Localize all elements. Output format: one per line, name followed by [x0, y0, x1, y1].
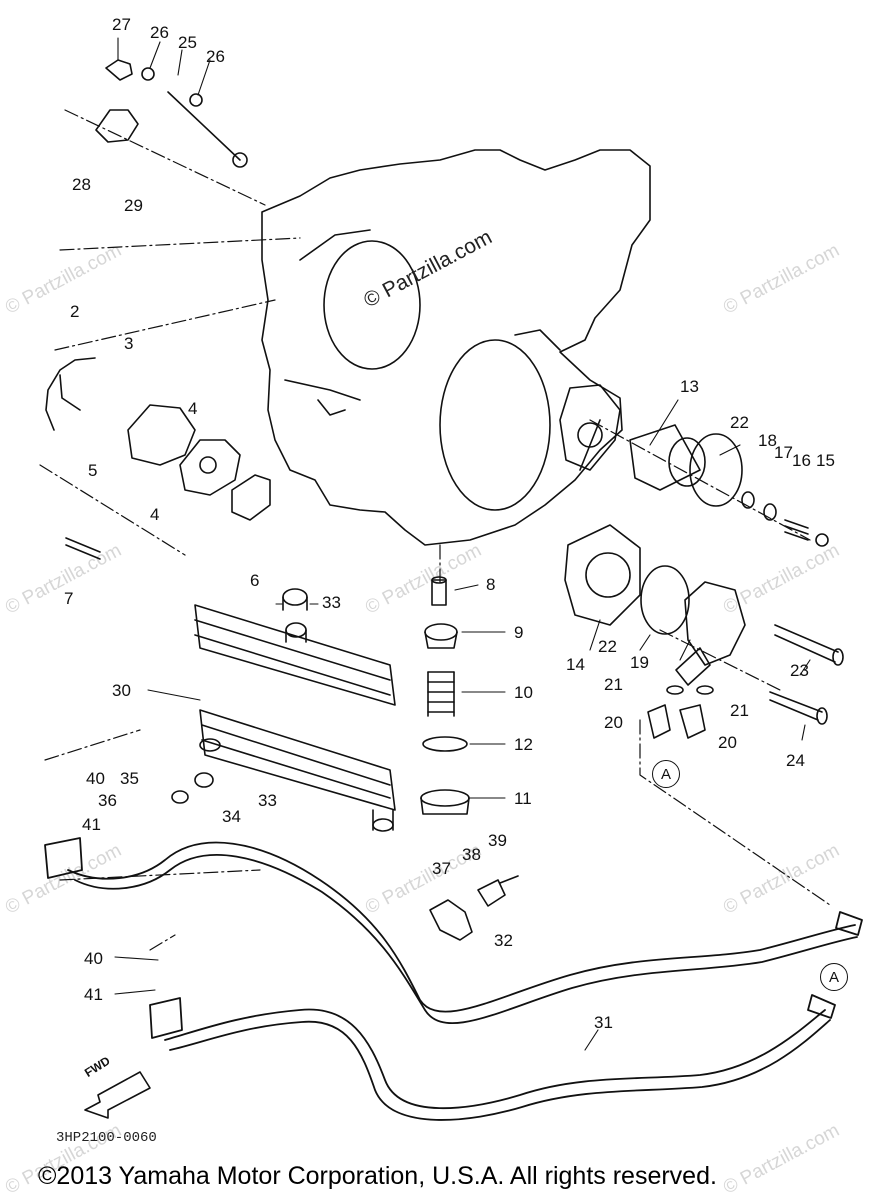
callout-34: 34	[222, 807, 241, 826]
callout-4: 4	[150, 505, 160, 524]
relief-valve-stack	[420, 576, 470, 815]
drawing-code: 3HP2100-0060	[56, 1130, 157, 1146]
oil-hoses	[44, 837, 863, 1121]
callout-36: 36	[98, 791, 117, 810]
bracket-clamp	[429, 875, 519, 941]
leader-lines	[114, 37, 811, 1051]
callout-20: 20	[604, 713, 623, 732]
callout-16: 16	[792, 451, 811, 470]
reference-marker-a: A	[652, 760, 680, 788]
callout-12: 12	[514, 735, 533, 754]
callout-31: 31	[594, 1013, 613, 1032]
callout-21: 21	[604, 675, 623, 694]
oil-cooler	[171, 588, 396, 832]
callout-9: 9	[514, 623, 524, 642]
crankcase-outline	[261, 149, 651, 546]
callout-32: 32	[494, 931, 513, 950]
callout-28: 28	[72, 175, 91, 194]
callout-33: 33	[322, 593, 341, 612]
callout-17: 17	[774, 443, 793, 462]
callout-8: 8	[486, 575, 496, 594]
callout-20: 20	[718, 733, 737, 752]
callout-41: 41	[82, 815, 101, 834]
callout-27: 27	[112, 15, 131, 34]
callout-24: 24	[786, 751, 805, 770]
callout-38: 38	[462, 845, 481, 864]
callout-13: 13	[680, 377, 699, 396]
callout-33: 33	[258, 791, 277, 810]
callout-41: 41	[84, 985, 103, 1004]
callout-5: 5	[88, 461, 98, 480]
callout-15: 15	[816, 451, 835, 470]
callout-37: 37	[432, 859, 451, 878]
callout-18: 18	[758, 431, 777, 450]
callout-10: 10	[514, 683, 533, 702]
callout-26: 26	[206, 47, 225, 66]
callout-35: 35	[120, 769, 139, 788]
callout-26: 26	[150, 23, 169, 42]
oil-filter-assembly	[559, 384, 844, 739]
center-lines	[39, 109, 831, 951]
callout-39: 39	[488, 831, 507, 850]
callout-14: 14	[566, 655, 585, 674]
callout-40: 40	[86, 769, 105, 788]
callout-6: 6	[250, 571, 260, 590]
callout-23: 23	[790, 661, 809, 680]
callout-4: 4	[188, 399, 198, 418]
callout-21: 21	[730, 701, 749, 720]
callout-7: 7	[64, 589, 74, 608]
callout-22: 22	[730, 413, 749, 432]
callout-29: 29	[124, 196, 143, 215]
callout-11: 11	[514, 789, 532, 808]
reference-marker-a: A	[820, 963, 848, 991]
linkage-parts	[95, 59, 248, 168]
copyright-footer: ©2013 Yamaha Motor Corporation, U.S.A. A…	[38, 1162, 717, 1190]
callout-19: 19	[630, 653, 649, 672]
oil-pump-assembly	[45, 357, 271, 560]
callout-30: 30	[112, 681, 131, 700]
callout-25: 25	[178, 33, 197, 52]
callout-3: 3	[124, 334, 134, 353]
callout-22: 22	[598, 637, 617, 656]
fwd-arrow	[84, 1071, 151, 1119]
callout-40: 40	[84, 949, 103, 968]
callout-2: 2	[70, 302, 80, 321]
